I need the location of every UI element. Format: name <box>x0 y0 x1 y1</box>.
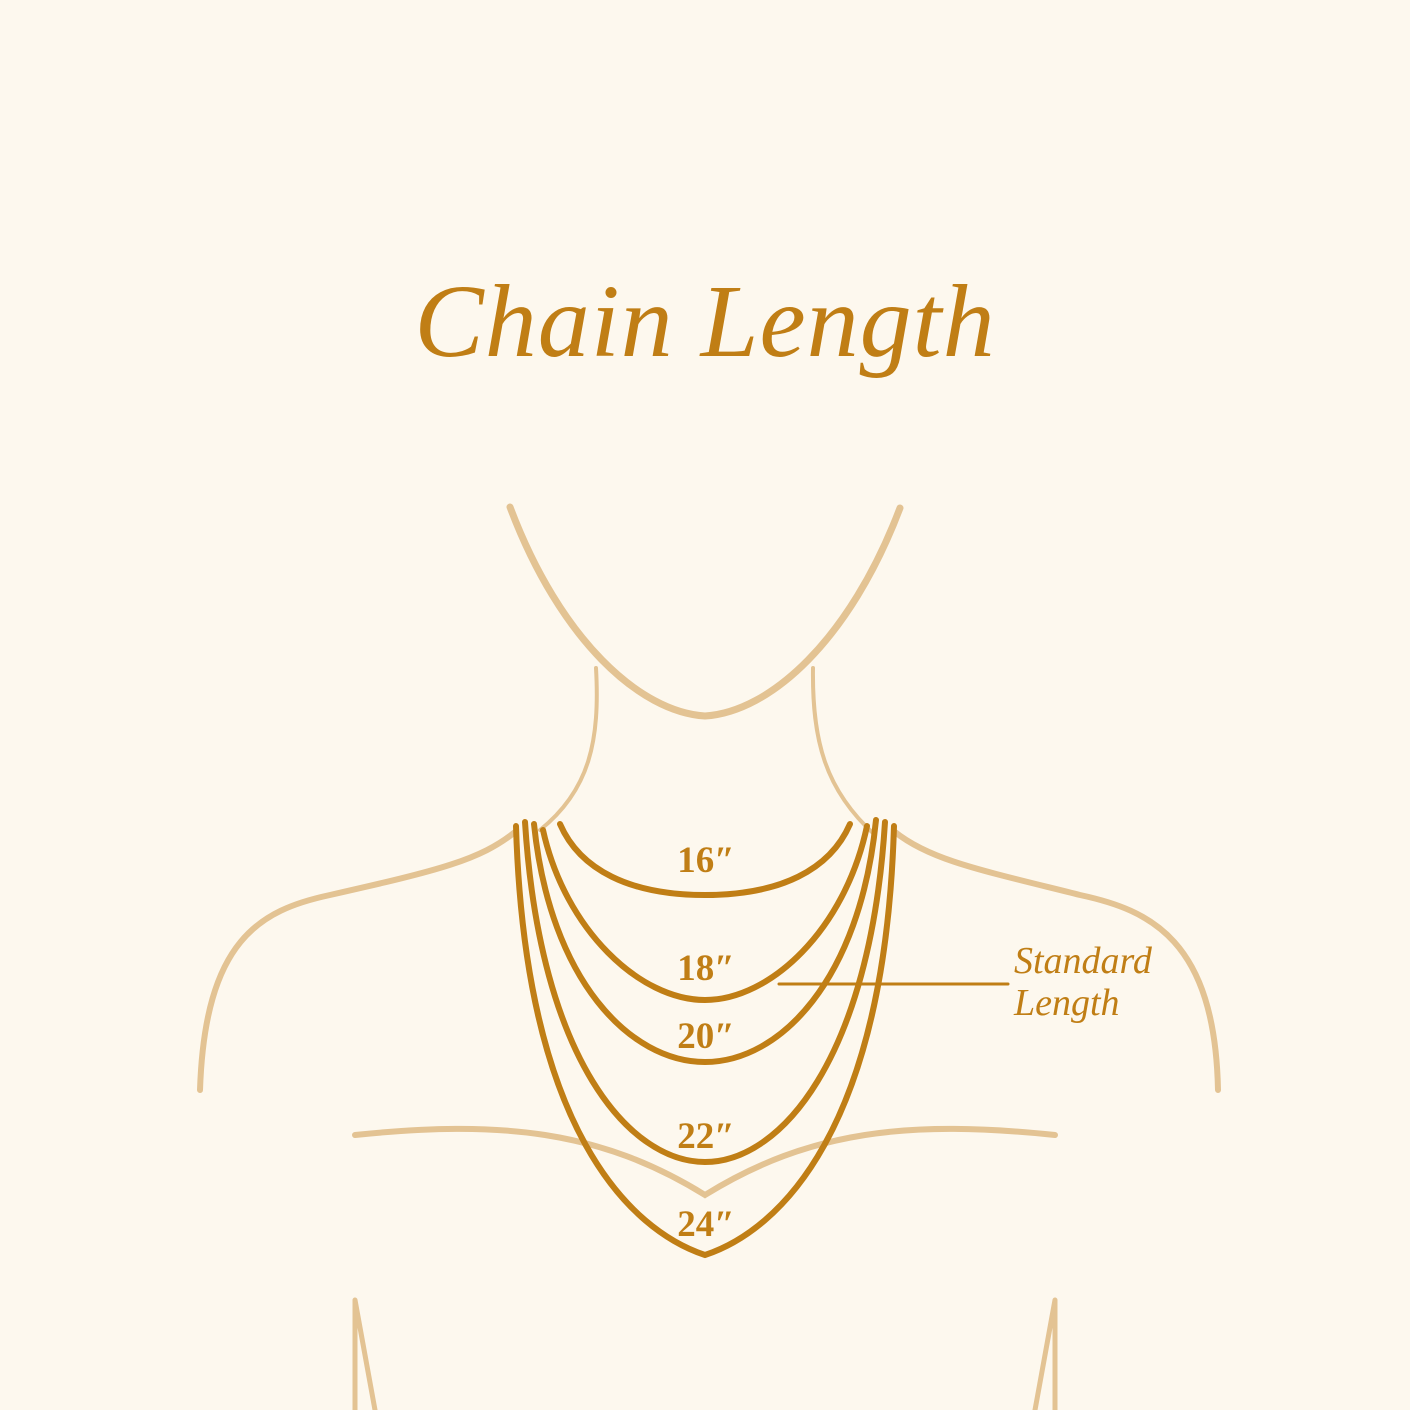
shoulder-right <box>892 829 1221 1093</box>
torso-left <box>352 1297 378 1410</box>
chest-line <box>352 1125 1058 1199</box>
chain-label-18: 18″ <box>677 948 735 989</box>
torso-right <box>1032 1297 1058 1410</box>
jaw-line <box>506 503 904 720</box>
page-title: Chain Length <box>414 264 996 379</box>
chain-label-24: 24″ <box>677 1204 735 1245</box>
standard-length-annotation: Standard Length <box>1014 940 1152 1024</box>
body-outline <box>197 503 1221 1410</box>
chain-label-20: 20″ <box>677 1016 735 1057</box>
standard-length-line1: Standard <box>1014 940 1152 982</box>
chain-label-22: 22″ <box>677 1116 735 1157</box>
neck-right <box>810 666 877 837</box>
shoulder-left <box>197 829 518 1093</box>
chain-24[interactable] <box>513 823 897 1259</box>
chain-20[interactable] <box>531 817 879 1066</box>
chains <box>513 817 1010 1259</box>
chain-16[interactable] <box>557 821 853 899</box>
standard-length-line2: Length <box>1014 982 1120 1024</box>
chain-18[interactable] <box>540 823 870 1004</box>
chain-22[interactable] <box>522 819 888 1166</box>
neck-left <box>538 666 599 832</box>
chain-label-16: 16″ <box>677 840 735 881</box>
